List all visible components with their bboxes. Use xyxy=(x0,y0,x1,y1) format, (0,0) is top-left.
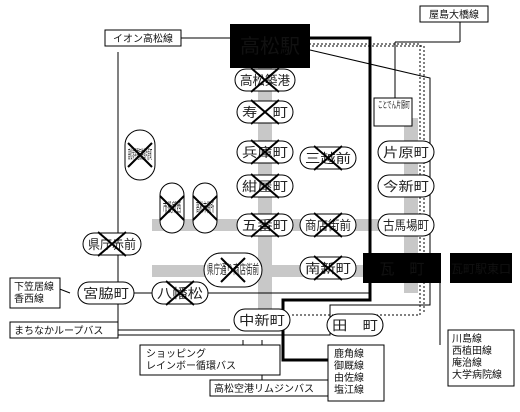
label-kanoike: 鹿角線御厩線由佐線塩江線 xyxy=(334,347,364,396)
stop-shotengai: 商店街前 xyxy=(299,212,357,238)
stop-shiyakusho: 市役所西 xyxy=(159,182,185,234)
stop-kotobuki: 寿 町 xyxy=(236,99,294,125)
route-thick-main xyxy=(230,36,372,362)
hub-main-label: 高松駅 xyxy=(240,34,300,58)
closed-x-mark xyxy=(127,142,153,168)
closed-x-mark xyxy=(165,280,195,306)
label-kotoden-box: ことでん片原町 xyxy=(378,99,410,111)
hub-kawaramachi: 瓦 町 xyxy=(363,253,441,283)
label-airport: 高松空港リムジンバス xyxy=(214,382,314,395)
closed-x-mark xyxy=(250,173,280,199)
stop-label: 八幡松 xyxy=(157,287,203,302)
closed-x-mark xyxy=(159,195,185,221)
closed-x-mark xyxy=(313,255,343,281)
closed-x-mark xyxy=(250,212,280,238)
stop-label: 今新町 xyxy=(383,179,429,195)
stop-hachimansai: 八幡松 xyxy=(151,280,209,306)
stop-label: 古馬場町 xyxy=(383,219,429,234)
stops-layer: 高松築港寿 町兵庫町三越前紺屋町五番町商店街前南新町中新町 田 町 片原町今新町古馬… xyxy=(77,67,435,337)
stop-label: 片原町 xyxy=(383,146,429,161)
route-lines xyxy=(56,22,461,385)
stop-sanwa: 三越前 xyxy=(299,145,357,171)
label-machinaka: まちなかループバス xyxy=(14,325,103,337)
stop-label: 紺屋町 xyxy=(242,180,288,195)
stop-hyogo: 兵庫町 xyxy=(236,139,294,165)
closed-x-mark xyxy=(220,257,246,283)
label-shimokasai: 下笠居線香西線 xyxy=(14,280,54,305)
stop-nakashinmachi: 中新町 xyxy=(233,308,291,332)
closed-x-mark xyxy=(97,231,127,257)
closed-x-mark xyxy=(250,139,280,165)
label-kawashima: 川島線西植田線庵治線大学病院線 xyxy=(452,332,502,381)
closed-x-mark xyxy=(192,195,218,221)
closed-x-mark xyxy=(313,145,343,171)
stop-takamatsu-port: 高松築港 xyxy=(234,67,296,93)
stop-label: 田 町 xyxy=(332,319,378,334)
stop-minamishinmachi: 南新町 xyxy=(299,255,357,281)
closed-x-mark xyxy=(250,67,280,93)
closed-x-mark xyxy=(250,99,280,125)
stop-label: 五番町 xyxy=(242,219,288,234)
stop-denmachi: 田 町 xyxy=(326,313,384,337)
stop-kenchodori: 県庁通り商店街前 xyxy=(203,252,263,288)
stop-miyawaki: 宮脇町 xyxy=(77,281,135,305)
hub-takamatsu: 高松駅 xyxy=(230,24,310,68)
hub-kawaramachi-east-label: 瓦町駅東口 xyxy=(451,262,511,276)
stop-katahara: 片原町 xyxy=(377,140,435,164)
stop-kencho: 県庁赤前 xyxy=(82,231,142,257)
closed-x-mark xyxy=(313,212,343,238)
stop-gobancho: 五番町 xyxy=(236,212,294,238)
stop-label: 中新町 xyxy=(239,313,285,329)
label-shopping: ショッピングレインボー循環バス xyxy=(146,347,236,372)
label-aeon: イオン高松線 xyxy=(113,32,173,45)
stop-furubaba: 古馬場町 xyxy=(377,213,435,237)
stop-imashinmachi: 今新町 xyxy=(377,174,435,198)
stop-label: 寿 町 xyxy=(242,106,288,121)
route-labels: イオン高松線 屋島大橋線 下笠居線香西線 まちなかループバス ショッピングレイン… xyxy=(9,5,515,402)
stop-label: 兵庫町 xyxy=(242,146,288,161)
stop-label: 宮脇町 xyxy=(83,286,129,302)
hub-kawaramachi-east: 瓦町駅東口 xyxy=(450,253,512,283)
hub-kawaramachi-label: 瓦 町 xyxy=(379,260,424,278)
stop-takamatsu-yakusho: 高松市役所 xyxy=(192,182,218,234)
label-yashima: 屋島大橋線 xyxy=(429,8,479,21)
route-dotted xyxy=(290,43,421,316)
stop-kataharamachi-kotoden: 高松琴平電気鉄道片原町 xyxy=(124,129,156,181)
stop-kon: 紺屋町 xyxy=(236,173,294,199)
